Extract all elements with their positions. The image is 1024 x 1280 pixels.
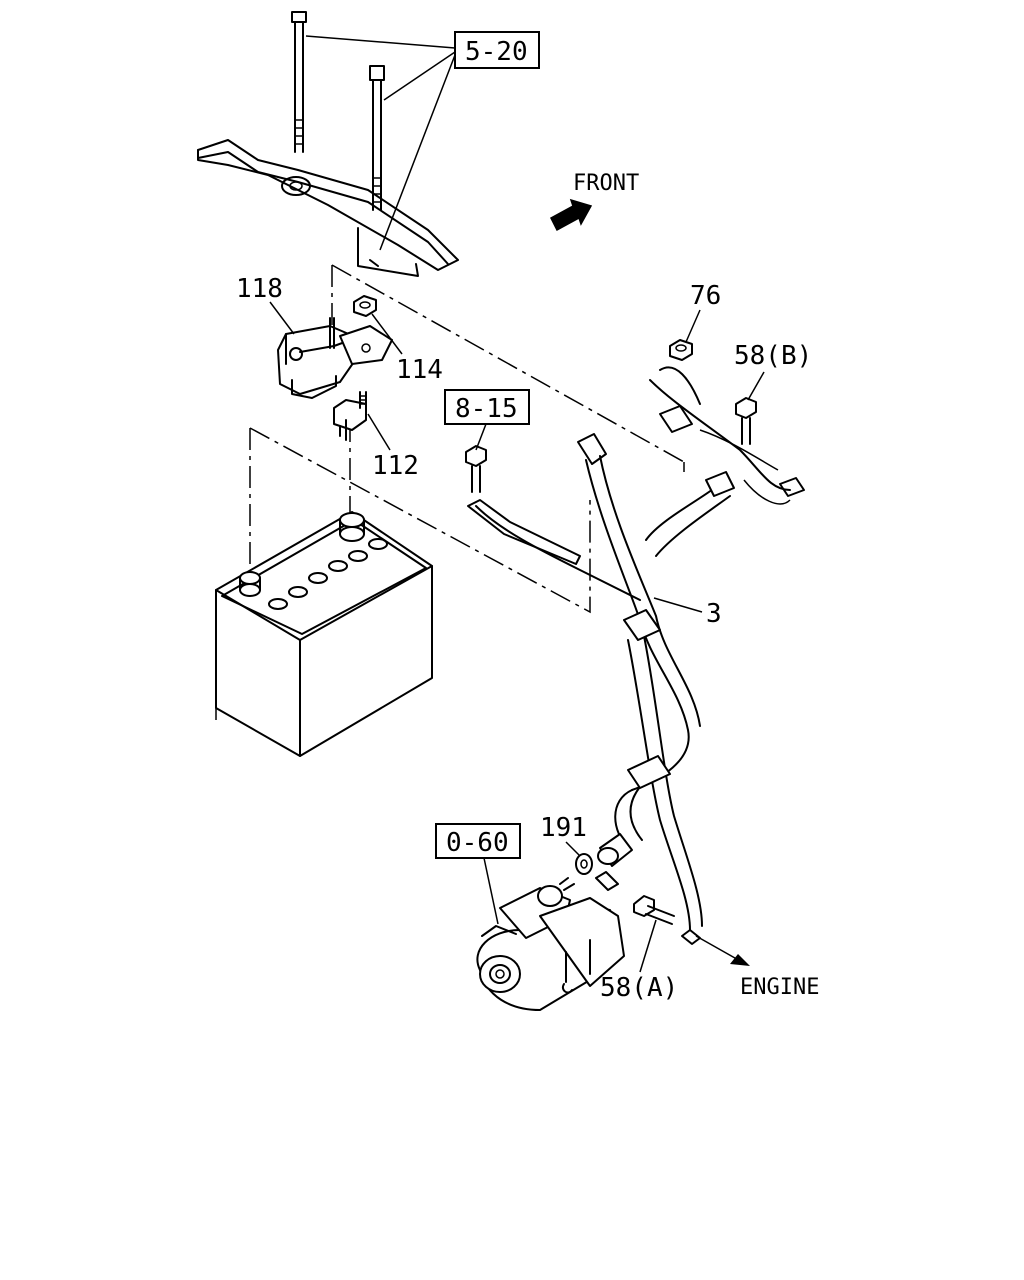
starter-motor [476, 877, 625, 1011]
assembly-projection-lines [215, 264, 685, 720]
battery-cable-3 [467, 366, 805, 945]
reference-8-15-label: 8-15 [455, 394, 518, 424]
callout-3: 3 [706, 599, 722, 629]
nut-114 [339, 295, 393, 365]
callout-191: 191 [540, 813, 587, 843]
terminal-clamp-112 [333, 391, 367, 441]
callout-58a: 58(A) [600, 973, 678, 1003]
reference-0-60-label: 0-60 [446, 828, 509, 858]
engine-direction-indicator: ENGINE [695, 935, 819, 1000]
nut-191 [575, 853, 619, 891]
callout-112: 112 [372, 451, 419, 481]
callout-114: 114 [396, 355, 443, 385]
callout-76: 76 [690, 281, 721, 311]
front-arrow-icon [550, 198, 593, 232]
reference-5-20: 5-20 [305, 31, 540, 251]
bolt-58b [735, 397, 757, 445]
part-callouts: 118 114 112 76 58(B) 3 191 58(A) [236, 274, 812, 1003]
callout-118: 118 [236, 274, 283, 304]
front-label: FRONT [573, 171, 639, 196]
bolt-8-15 [465, 445, 487, 493]
bolt-58a [633, 895, 675, 925]
battery [215, 511, 433, 757]
reference-0-60: 0-60 [435, 823, 521, 925]
engine-arrow-icon [730, 954, 750, 966]
terminal-cover-118 [277, 317, 359, 399]
battery-hold-down-bracket [197, 11, 459, 277]
engine-label: ENGINE [740, 975, 819, 1000]
reference-5-20-label: 5-20 [465, 37, 528, 67]
front-direction-indicator: FRONT [550, 171, 639, 232]
reference-8-15: 8-15 [444, 389, 530, 451]
callout-58b: 58(B) [734, 341, 812, 371]
nut-76 [669, 339, 693, 361]
